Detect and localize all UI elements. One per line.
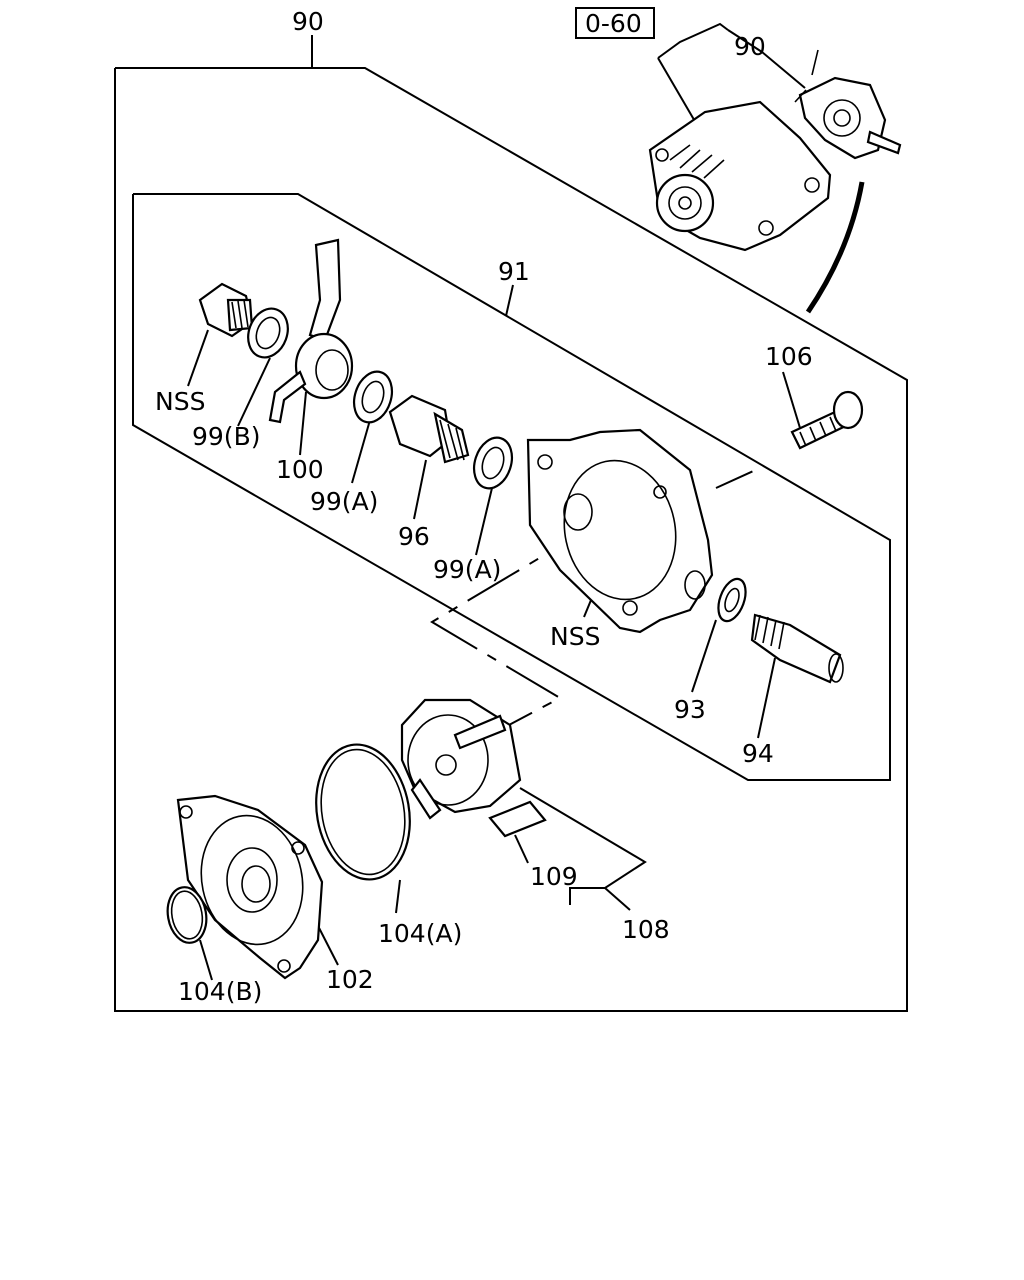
label-99a-1: 99(A) bbox=[310, 487, 378, 516]
subassembly-outline-91 bbox=[132, 193, 891, 781]
rotor-108 bbox=[400, 698, 522, 820]
label-91: 91 bbox=[498, 257, 530, 286]
label-90-inset: 90 bbox=[734, 32, 766, 61]
pump-cover-102 bbox=[176, 794, 324, 980]
fitting-96 bbox=[388, 394, 470, 464]
drive-belt-arc bbox=[805, 181, 865, 314]
label-nss-mid: NSS bbox=[550, 622, 600, 651]
hose-fitting-100 bbox=[268, 238, 354, 424]
washer-99a-2 bbox=[472, 436, 514, 490]
label-104b: 104(B) bbox=[178, 977, 262, 1006]
label-102: 102 bbox=[326, 965, 374, 994]
label-104a: 104(A) bbox=[378, 919, 462, 948]
label-108: 108 bbox=[622, 915, 670, 944]
washer-99a-1 bbox=[352, 370, 394, 424]
label-99b: 99(B) bbox=[192, 422, 260, 451]
label-94: 94 bbox=[742, 739, 774, 768]
pump-housing-nss bbox=[526, 428, 714, 634]
nipple-94 bbox=[750, 613, 844, 684]
washer-93 bbox=[717, 577, 747, 623]
label-106: 106 bbox=[765, 342, 813, 371]
label-109: 109 bbox=[530, 862, 578, 891]
vacuum-pump-assembly bbox=[794, 49, 902, 160]
plug-nss-left bbox=[198, 282, 254, 338]
reference-box bbox=[575, 7, 655, 39]
reference-label: 0-60 bbox=[585, 9, 642, 38]
label-100: 100 bbox=[276, 455, 324, 484]
label-93: 93 bbox=[674, 695, 706, 724]
o-ring-104b bbox=[166, 886, 208, 944]
washer-99b bbox=[247, 307, 289, 359]
vane-109 bbox=[488, 800, 547, 838]
label-99a-2: 99(A) bbox=[433, 555, 501, 584]
label-96: 96 bbox=[398, 522, 430, 551]
label-90-top: 90 bbox=[292, 7, 324, 36]
assembly-outline-90 bbox=[114, 67, 908, 1012]
alternator-icon bbox=[648, 100, 832, 252]
o-ring-104a bbox=[315, 743, 411, 881]
label-nss-left: NSS bbox=[155, 387, 205, 416]
banjo-bolt-106 bbox=[790, 390, 864, 450]
leader-lines bbox=[187, 22, 806, 981]
